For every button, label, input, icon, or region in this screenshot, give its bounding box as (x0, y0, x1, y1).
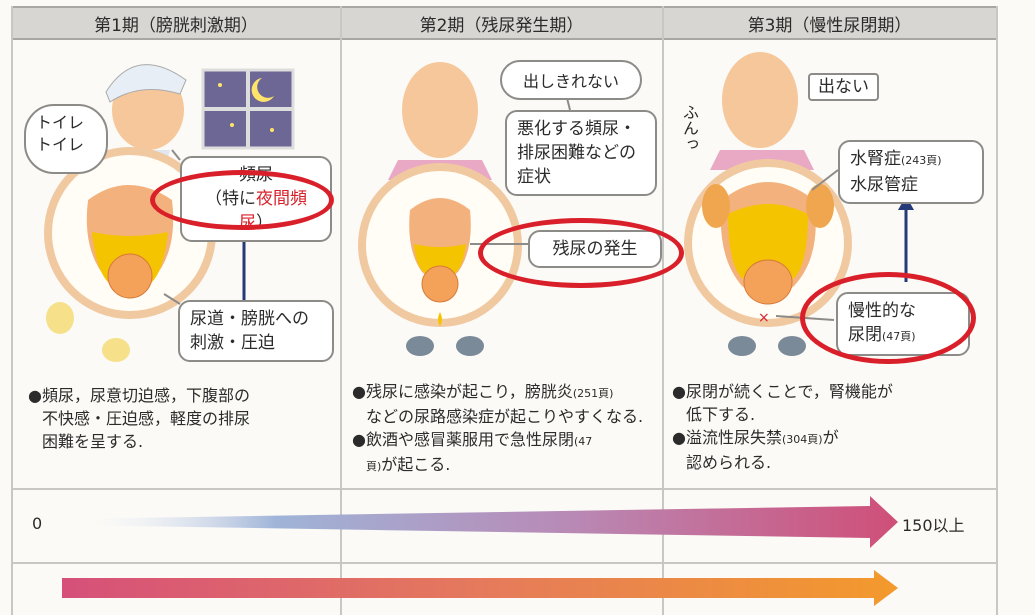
stage3-grunt-text: ふんっ (680, 104, 699, 152)
stage3-desc-line4: 認められる. (686, 453, 772, 472)
stage1-irritation-line1: 尿道・膀胱への (190, 309, 309, 329)
stage3-grunt: ふんっ (676, 104, 699, 152)
stage2-desc2-ref2: 頁) (366, 460, 382, 473)
stage3-desc-line3: ●溢流性尿失禁(304頁)が (672, 426, 992, 451)
stage2-description: ●残尿に感染が起こり，膀胱炎(251頁) などの尿路感染症が起こりやすくなる. … (352, 380, 657, 478)
stage1-thought-text: トイレ トイレ (36, 113, 85, 154)
stage3-desc2-tail: が (822, 428, 839, 447)
stage3-desc-line2: 低下する. (686, 405, 756, 424)
stage1-thought-bubble: トイレ トイレ (24, 104, 108, 174)
stage2-thought-bubble: 出しきれない (500, 60, 642, 100)
stage2-desc2-tail: が起こる. (381, 455, 451, 474)
grid-line-left (11, 6, 13, 615)
stage1-description: ●頻尿，尿意切迫感，下腹部の 不快感・圧迫感，軽度の排尿 困難を呈する. (28, 384, 328, 453)
stage1-desc-line3: 困難を呈する. (42, 432, 144, 451)
stage3-highlight-ring (800, 272, 976, 364)
stage2-highlight-ring (478, 218, 684, 288)
scale-start-label: 0 (32, 514, 42, 533)
stage3-hydroureter-label: 水尿管症 (850, 175, 918, 195)
stage2-header: 第2期（残尿発生期） (340, 6, 663, 40)
stage2-desc2-ref: (47 (573, 435, 593, 448)
stage1-desc-line2: 不快感・圧迫感，軽度の排尿 (42, 409, 251, 428)
grid-line-1 (340, 6, 342, 615)
stage2-desc-line3: ●飲酒や感冒薬服用で急性尿閉(47 (352, 428, 657, 453)
stage2-desc-line1: ●残尿に感染が起こり，膀胱炎(251頁) (352, 380, 657, 405)
stage1-person-icon (46, 64, 187, 362)
stage2-desc2-text: ●飲酒や感冒薬服用で急性尿閉 (352, 430, 574, 449)
stage3-desc2-ref: (304頁) (781, 433, 823, 446)
residual-volume-arrow (68, 496, 898, 548)
stage2-symptoms-line2: 排尿困難などの (517, 143, 636, 163)
stage2-symptoms-line1: 悪化する頻尿・ (517, 119, 636, 139)
scale-start-text: 0 (32, 514, 43, 533)
stage3-description: ●尿閉が続くことで，腎機能が 低下する. ●溢流性尿失禁(304頁)が 認められ… (672, 380, 992, 474)
stage3-shout-text: 出ない (808, 73, 879, 101)
stage3-hydronephrosis-ref: (243頁) (901, 154, 942, 167)
stage3-desc2-text: ●溢流性尿失禁 (672, 428, 782, 447)
stage1-title: 第1期（膀胱刺激期） (94, 15, 258, 36)
stage2-symptoms-callout: 悪化する頻尿・ 排尿困難などの 症状 (505, 110, 657, 196)
stage2-bladder-icon (358, 163, 522, 327)
stage1-desc-line1: ●頻尿，尿意切迫感，下腹部の (28, 386, 250, 405)
stage1-irritation-line2: 刺激・圧迫 (190, 333, 275, 353)
stage3-hydronephrosis-line1: 水腎症(243頁) (850, 147, 972, 173)
stage3-title: 第3期（慢性尿閉期） (747, 15, 912, 36)
grid-line-2 (662, 6, 664, 615)
night-window-icon (201, 68, 295, 150)
stage2-desc-line4: 頁)が起こる. (352, 453, 657, 478)
grid-line-h1 (11, 488, 998, 490)
scale-end-label: 150以上 (902, 512, 965, 536)
stage3-bladder-icon: × (684, 159, 852, 327)
stage2-desc1-text: ●残尿に感染が起こり，膀胱炎 (352, 382, 573, 401)
stage1-highlight-ring (150, 170, 334, 230)
stage3-hydronephrosis-callout: 水腎症(243頁) 水尿管症 (838, 140, 984, 204)
scale-end-text: 150以上 (902, 516, 965, 535)
stage3-hydronephrosis-label: 水腎症 (850, 149, 901, 169)
grid-line-right (996, 6, 998, 615)
stage3-header: 第3期（慢性尿閉期） (663, 6, 996, 40)
stage1-irritation-callout: 尿道・膀胱への 刺激・圧迫 (178, 300, 334, 362)
grid-line-h2 (11, 562, 998, 564)
svg-text:×: × (758, 310, 770, 326)
stage3-desc-line1: ●尿閉が続くことで，腎機能が (672, 382, 893, 401)
stage2-desc1-ref: (251頁) (572, 387, 614, 400)
stage3-shout: 出ない (808, 72, 879, 101)
stage2-symptoms-line3: 症状 (517, 167, 551, 187)
stage2-title: 第2期（残尿発生期） (419, 15, 584, 36)
stage2-desc-line2: などの尿路感染症が起こりやすくなる. (366, 407, 644, 426)
severity-arrow (62, 570, 898, 606)
stage2-thought-text: 出しきれない (522, 72, 619, 91)
stage1-header: 第1期（膀胱刺激期） (12, 6, 340, 40)
